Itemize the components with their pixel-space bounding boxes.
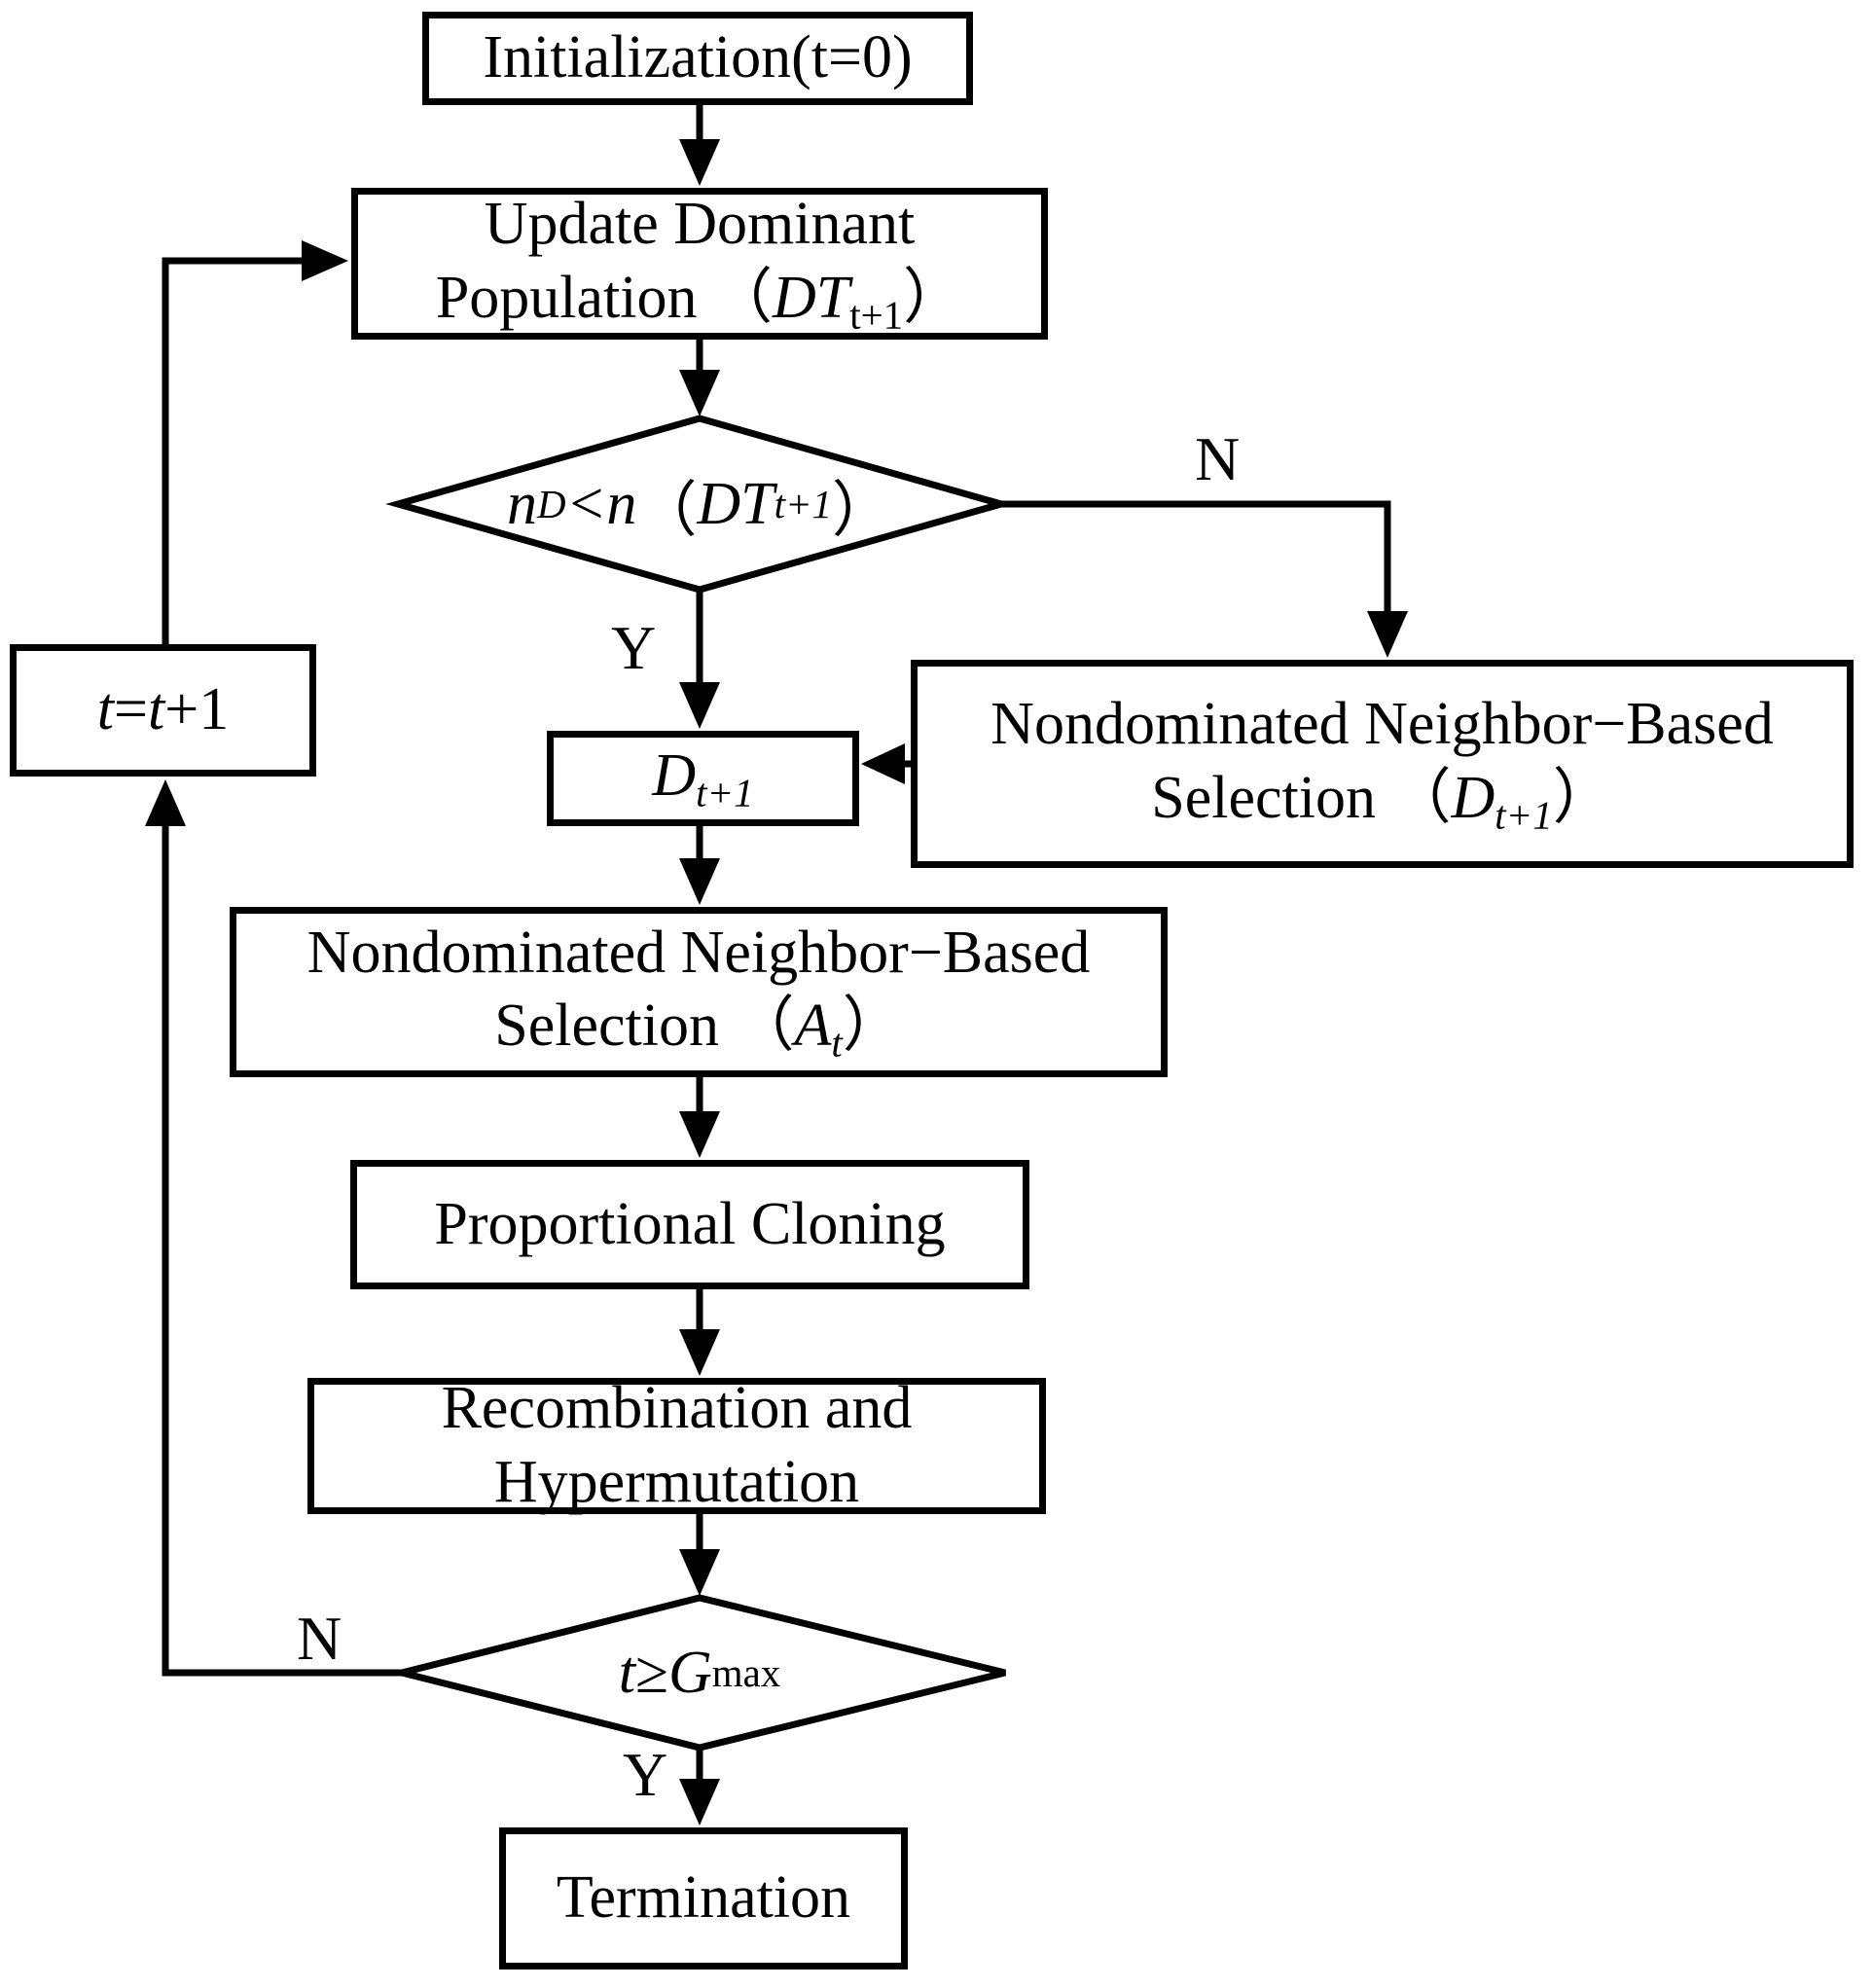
dominant-next-variable: D [652, 741, 697, 809]
proportional-cloning-box: Proportional Cloning [350, 1160, 1029, 1289]
selection-d-line2: Selection （Dt+1） [1151, 762, 1612, 840]
termination-label: Termination [556, 1864, 851, 1932]
decision2-yes-label: Y [623, 1740, 668, 1809]
recombination-line1: Recombination and [441, 1375, 913, 1442]
selection-a-paren-close: ） [842, 993, 903, 1060]
decision1-yes-label: Y [611, 613, 657, 682]
decision2-operator: ≥ [634, 1639, 669, 1706]
increment-equals: = [114, 676, 148, 743]
termination-box: Termination [499, 1827, 908, 1970]
selection-a-line1: Nondominated Neighbor−Based [306, 919, 1091, 986]
decision2-var1: t [618, 1639, 635, 1706]
increment-rhs: t [148, 676, 165, 743]
selection-a-paren-open: （ [734, 993, 795, 1060]
arrowhead-dnext-to-selection-a [679, 858, 720, 905]
initialization-box: Initialization(t=0) [422, 12, 973, 105]
arrowhead-decision2-yes [679, 1779, 720, 1825]
update-dominant-line2: Population （DTt+1） [436, 262, 963, 340]
dominant-next-label: Dt+1 [652, 740, 753, 817]
edge-decision1-no [1001, 500, 1391, 616]
decision1-no-label: N [1195, 424, 1241, 493]
arrowhead-increment-to-update [302, 240, 348, 281]
recombination-line2: Hypermutation [493, 1449, 860, 1515]
increment-generation-box: t=t+1 [10, 644, 316, 777]
arrowhead-decision1-yes [679, 682, 720, 729]
decision1-operator: < [565, 470, 607, 537]
selection-d-line1: Nondominated Neighbor−Based [991, 691, 1774, 757]
update-paren-close: ） [903, 264, 964, 331]
update-subscript: t+1 [849, 293, 904, 338]
decision2-no-label: N [297, 1604, 342, 1673]
arrowhead-selection-to-dnext [861, 743, 905, 784]
initialization-label: Initialization(t=0) [483, 24, 913, 91]
dominant-next-subscript: t+1 [696, 771, 754, 815]
decision1-paren-open: （ [636, 478, 698, 544]
selection-a-subscript: t [831, 1021, 843, 1066]
selection-a-prefix: Selection [494, 993, 735, 1060]
arrowhead-update-to-decision1 [679, 370, 720, 416]
arrowhead-init-to-update [679, 139, 720, 186]
nondominated-selection-a-box: Nondominated Neighbor−Based Selection （A… [230, 907, 1168, 1077]
selection-d-paren-close: ） [1552, 764, 1613, 831]
edge-increment-to-update [162, 257, 304, 644]
decision1-var2: n [606, 470, 637, 537]
arrowhead-cloning-to-recombination [679, 1329, 720, 1376]
update-paren-open: （ [712, 264, 774, 331]
arrowhead-decision1-no [1367, 611, 1408, 658]
proportional-cloning-label: Proportional Cloning [434, 1190, 946, 1257]
selection-a-line2: Selection （At） [494, 990, 903, 1067]
update-line2-prefix: Population [435, 264, 712, 331]
increment-generation-label: t=t+1 [97, 673, 229, 747]
decision1-var3-sub: t+1 [774, 482, 833, 526]
selection-d-prefix: Selection [1151, 764, 1391, 831]
selection-d-variable: D [1451, 764, 1495, 831]
decision2-var2: G [668, 1639, 712, 1706]
update-dominant-population-box: Update Dominant Population （DTt+1） [351, 188, 1048, 340]
decision2-var2-sub: max [711, 1650, 781, 1695]
dominant-next-box: Dt+1 [547, 731, 859, 826]
selection-d-paren-open: （ [1390, 764, 1452, 831]
selection-d-subscript: t+1 [1495, 793, 1553, 838]
update-dominant-line1: Update Dominant [484, 191, 916, 257]
nondominated-selection-d-box: Nondominated Neighbor−Based Selection （D… [911, 660, 1854, 868]
selection-a-variable: A [794, 993, 832, 1060]
arrowhead-decision2-no [145, 779, 186, 826]
increment-lhs: t [96, 676, 115, 743]
arrowhead-selection-a-to-cloning [679, 1111, 720, 1158]
increment-plus-one: +1 [164, 676, 230, 743]
update-variable: DT [773, 264, 850, 331]
decision1-var1-sub: D [536, 482, 566, 526]
decision1-var1: n [506, 470, 537, 537]
decision1-paren-close: ） [832, 478, 893, 544]
recombination-hypermutation-box: Recombination and Hypermutation [307, 1375, 1046, 1515]
arrowhead-recombination-to-decision2 [679, 1549, 720, 1596]
decision1-var3: DT [697, 470, 774, 537]
